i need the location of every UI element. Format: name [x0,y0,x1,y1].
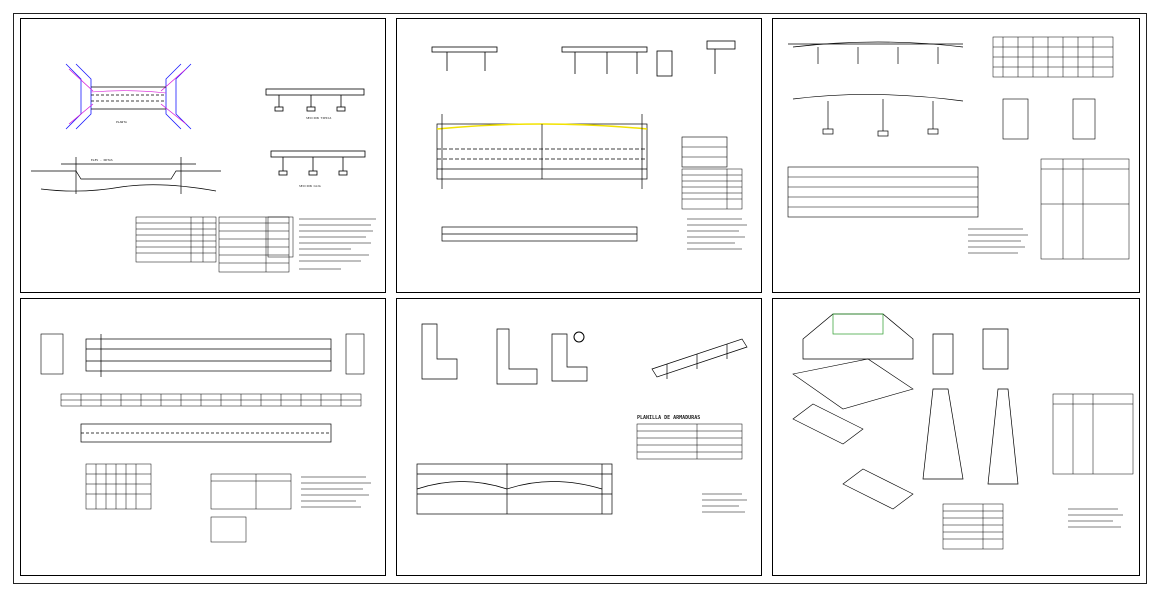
elevation-view [31,157,221,194]
plan-view [65,63,192,130]
railing-3d [651,338,748,379]
sheet-panel-1: PLANTA SECCION TIPICA SECCION CAJA [20,18,386,293]
detail-sections [1002,98,1096,140]
sheet-panel-4 [20,298,386,576]
rebar-schedule [1040,158,1130,260]
notes-block-6 [1068,508,1123,528]
beam-elevation [436,114,648,189]
cross-section-bottom [270,150,366,176]
pipe-section [573,331,585,343]
drawing-frame [13,13,1147,584]
notes-block-4 [301,476,371,508]
cross-section-top [265,88,365,112]
panel-6-drawing [792,313,1134,550]
end-section-left [40,333,64,375]
sheet-panel-6 [772,298,1140,576]
sheet-panel-3 [772,18,1140,293]
bridge-elevation-top [788,41,964,64]
schedule-title: PLANILLA DE ARMADURAS [637,415,700,421]
bar-table [60,393,362,407]
schedule-table-4 [210,473,292,543]
wingwall-perspective [792,358,914,510]
svg-text:SECCION CAJA: SECCION CAJA [299,184,321,188]
sheet-panel-5: PLANILLA DE ARMADURAS [396,298,762,576]
end-section-right [345,333,365,375]
svg-text:SECCION TIPICA: SECCION TIPICA [306,116,331,120]
notes-block-5 [702,493,747,513]
abutment-elevation [802,313,914,360]
beam-long-top [85,334,332,377]
railing-elevation [416,463,613,515]
svg-text:ELEV - NOTAS: ELEV - NOTAS [91,158,113,162]
beam-long-bottom [80,423,332,443]
svg-text:PLANTA: PLANTA [116,120,127,124]
notes-block-2 [687,218,747,250]
sheet-panel-2 [396,18,762,293]
panel-5-drawing: PLANILLA DE ARMADURAS [416,323,748,515]
quantities-table-3 [267,216,294,258]
schedule-table-6 [1052,393,1134,475]
notes-block-3 [968,228,1028,254]
top-sections [431,40,736,77]
parapet-sections [421,323,588,385]
schedule-table-5 [636,423,743,460]
panel-4-drawing [40,333,371,543]
quantities-table-1 [135,216,217,263]
panel-2-drawing [431,40,747,250]
deck-plan-lines [787,166,979,218]
panel-1-drawing: PLANTA SECCION TIPICA SECCION CAJA [31,63,376,273]
wall-sections [922,328,1019,485]
notes-block [299,218,376,270]
abutment-grid [992,36,1114,78]
schedule-table [681,168,743,210]
quantities-table-2 [218,216,290,273]
bridge-elevation-mid [792,94,964,137]
quantities-table-6 [942,503,1004,550]
panel-3-drawing [787,36,1130,260]
side-section [681,136,728,168]
deck-longitudinal [441,226,638,242]
mesh-detail [85,463,152,510]
